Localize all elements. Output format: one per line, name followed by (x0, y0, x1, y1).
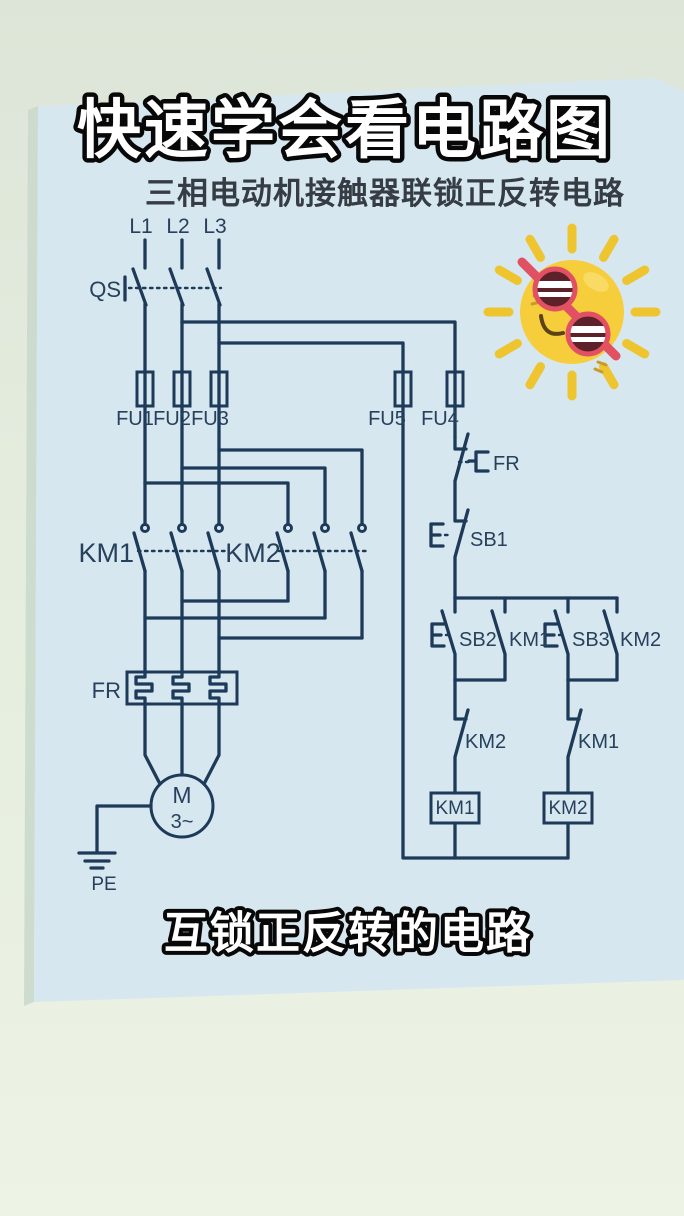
label-fu3: FU3 (191, 408, 229, 430)
km2-interlock-contact (453, 678, 470, 795)
sb3-button-icon (543, 622, 559, 648)
phase-drops (143, 302, 221, 526)
sun-sticker (483, 223, 661, 401)
page-title: 快速学会看电路图 (77, 94, 613, 166)
label-km1-main: KM1 (78, 538, 134, 568)
sun-smile (539, 314, 565, 336)
contact-output-drops (143, 569, 364, 674)
km2-crossover-top (143, 448, 364, 526)
sb3-contact (553, 596, 570, 682)
sb2-button-icon (430, 622, 446, 648)
label-sb2: SB2 (459, 629, 497, 651)
km2-crossover-bottom (143, 599, 364, 640)
sb1-button-icon (429, 522, 445, 548)
label-fu2: FU2 (153, 408, 191, 430)
contact-circles (140, 523, 367, 533)
power-circuit (77, 238, 570, 870)
label-pe: PE (91, 874, 116, 895)
label-qs: QS (89, 277, 121, 302)
label-km1-coil: KM1 (435, 798, 474, 819)
page-subtitle: 三相电动机接触器联锁正反转电路 (145, 176, 625, 211)
label-km1-interlock: KM1 (578, 731, 619, 753)
fr-contact-bracket-icon (467, 450, 490, 473)
label-sb1: SB1 (470, 529, 508, 551)
label-fu4: FU4 (421, 408, 459, 430)
km1-seal-contact (453, 596, 507, 682)
km2-seal-contact (566, 596, 619, 682)
page-caption: 互锁正反转的电路 (164, 909, 532, 958)
label-km2-main: KM2 (225, 538, 281, 568)
control-circuit (429, 432, 619, 860)
label-motor-m: M (172, 782, 191, 808)
earth-ground-symbol (77, 804, 153, 870)
label-km2-seal: KM2 (620, 629, 661, 651)
label-fu1: FU1 (116, 408, 154, 430)
label-fr-box: FR (92, 678, 121, 703)
paper-shadow (24, 106, 38, 1006)
phase-stubs (143, 238, 221, 270)
label-fr-contact: FR (493, 453, 520, 475)
fuse-symbols (135, 370, 465, 408)
label-fu5: FU5 (368, 408, 406, 430)
label-l2: L2 (166, 215, 189, 238)
label-km2-interlock: KM2 (465, 731, 506, 753)
label-km2-coil: KM2 (548, 798, 587, 819)
fr-heater-elements (134, 670, 228, 706)
control-feeders-and-rail (180, 320, 570, 860)
label-km1-seal: KM1 (509, 629, 550, 651)
label-motor-phase: 3~ (171, 811, 194, 833)
fr-contact-and-sb1 (453, 432, 470, 600)
label-sb3: SB3 (572, 629, 610, 651)
km1-interlock-contact (566, 678, 583, 795)
label-l1: L1 (129, 215, 152, 238)
sun-rays-icon (483, 223, 661, 401)
sun-gloss (583, 272, 609, 292)
sb2-contact (440, 596, 457, 682)
motor-feed-wires (143, 702, 221, 786)
label-l3: L3 (203, 215, 226, 238)
sunglasses-icon (517, 257, 621, 361)
